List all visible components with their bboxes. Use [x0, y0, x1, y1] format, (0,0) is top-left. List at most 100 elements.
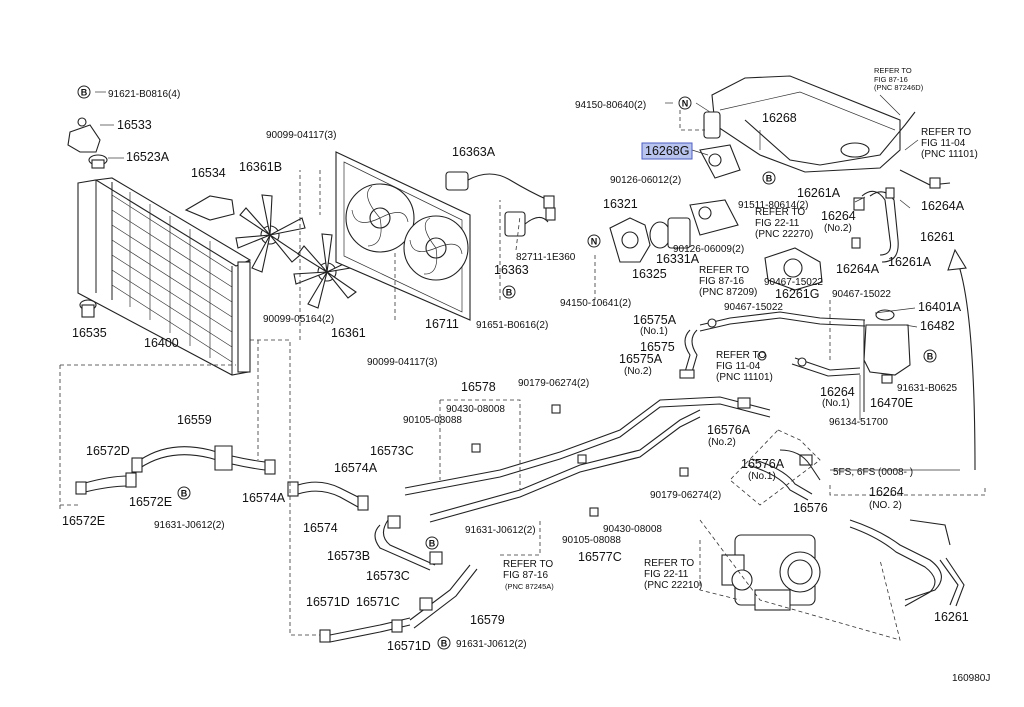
- part-label[interactable]: 16325: [632, 267, 667, 281]
- part-label[interactable]: FIG 87-16: [874, 75, 908, 84]
- part-label[interactable]: 94150-80640(2): [575, 100, 646, 111]
- part-label[interactable]: 16261A: [888, 255, 932, 269]
- part-label[interactable]: (No.2): [624, 366, 652, 377]
- part-label[interactable]: 5FS, 6FS (0008- ): [833, 467, 913, 478]
- part-label[interactable]: 90099-04117(3): [367, 357, 437, 368]
- part-label[interactable]: 90126-06012(2): [610, 175, 681, 186]
- part-label[interactable]: 16331A: [656, 252, 700, 266]
- part-label[interactable]: 91631-J0612(2): [456, 639, 527, 650]
- part-label[interactable]: 16572E: [129, 495, 172, 509]
- part-label[interactable]: 16578: [461, 380, 496, 394]
- part-label[interactable]: REFER TO: [503, 559, 553, 570]
- part-label[interactable]: 90467-15022: [764, 277, 823, 288]
- part-label[interactable]: 16579: [470, 613, 505, 627]
- part-label[interactable]: 16576A: [707, 423, 751, 437]
- part-label[interactable]: 16573C: [370, 444, 414, 458]
- part-label[interactable]: 16535: [72, 326, 107, 340]
- part-label[interactable]: (PNC 87246D): [874, 83, 924, 92]
- part-label[interactable]: 16523A: [126, 150, 170, 164]
- part-label[interactable]: 16264: [821, 209, 856, 223]
- part-label[interactable]: 90105-08088: [403, 415, 462, 426]
- part-label[interactable]: 16559: [177, 413, 212, 427]
- part-label[interactable]: 16363A: [452, 145, 496, 159]
- part-label[interactable]: 91631-B0625: [897, 383, 957, 394]
- part-label[interactable]: (PNC 11101): [921, 149, 978, 160]
- part-label[interactable]: 96134-51700: [829, 417, 888, 428]
- part-label[interactable]: FIG 11-04: [921, 138, 966, 149]
- part-label[interactable]: 90105-08088: [562, 535, 621, 546]
- part-label[interactable]: 90179-06274(2): [518, 378, 589, 389]
- part-label[interactable]: 90430-08008: [603, 524, 662, 535]
- part-label[interactable]: (No.2): [824, 223, 852, 234]
- part-label[interactable]: 16261: [920, 230, 955, 244]
- part-label[interactable]: 160980J: [952, 673, 990, 684]
- part-label[interactable]: 16264A: [836, 262, 880, 276]
- part-label[interactable]: (PNC 87209): [699, 287, 757, 298]
- part-label[interactable]: REFER TO: [716, 350, 766, 361]
- part-label[interactable]: 16261: [934, 610, 969, 624]
- part-label[interactable]: (PNC 22270): [755, 229, 813, 240]
- part-label[interactable]: 16268G: [645, 144, 689, 158]
- part-label[interactable]: 16264A: [921, 199, 965, 213]
- part-label[interactable]: FIG 87-16: [503, 570, 548, 581]
- part-label[interactable]: (PNC 11101): [716, 372, 773, 383]
- part-label[interactable]: (NO. 2): [869, 500, 902, 511]
- part-label[interactable]: REFER TO: [874, 66, 912, 75]
- part-label[interactable]: 16401A: [918, 300, 962, 314]
- part-label[interactable]: 91621-B0816(4): [108, 89, 180, 100]
- part-label[interactable]: 16574A: [242, 491, 286, 505]
- part-label[interactable]: 16571D: [306, 595, 350, 609]
- part-label[interactable]: 90179-06274(2): [650, 490, 721, 501]
- part-label[interactable]: 16361B: [239, 160, 282, 174]
- part-label[interactable]: 16575: [640, 340, 675, 354]
- part-label[interactable]: 90099-05164(2): [263, 314, 334, 325]
- part-label[interactable]: 16573C: [366, 569, 410, 583]
- part-label[interactable]: (No.2): [708, 437, 736, 448]
- part-label[interactable]: 16534: [191, 166, 226, 180]
- part-label[interactable]: 16575A: [633, 313, 677, 327]
- part-label[interactable]: 16572D: [86, 444, 130, 458]
- part-label[interactable]: (No.1): [822, 398, 850, 409]
- part-label[interactable]: REFER TO: [644, 558, 694, 569]
- part-label[interactable]: (No.1): [640, 326, 668, 337]
- part-label[interactable]: 90099-04117(3): [266, 130, 336, 141]
- part-label[interactable]: 16576A: [741, 457, 785, 471]
- part-label[interactable]: 91631-J0612(2): [154, 520, 225, 531]
- part-label[interactable]: 90126-06009(2): [673, 244, 744, 255]
- part-label[interactable]: 16361: [331, 326, 366, 340]
- part-label[interactable]: 16321: [603, 197, 638, 211]
- part-label[interactable]: 91651-B0616(2): [476, 320, 548, 331]
- part-label[interactable]: 91631-J0612(2): [465, 525, 536, 536]
- part-label[interactable]: 16574A: [334, 461, 378, 475]
- part-label[interactable]: 91511-80614(2): [738, 200, 808, 211]
- part-label[interactable]: 16470E: [870, 396, 913, 410]
- part-label[interactable]: 16571C: [356, 595, 400, 609]
- part-label[interactable]: 16711: [425, 317, 459, 331]
- part-label[interactable]: 16261G: [775, 287, 819, 301]
- part-label[interactable]: REFER TO: [699, 265, 749, 276]
- part-label[interactable]: 16572E: [62, 514, 105, 528]
- part-label[interactable]: 16268: [762, 111, 797, 125]
- part-label[interactable]: 16261A: [797, 186, 841, 200]
- part-label[interactable]: FIG 87-16: [699, 276, 744, 287]
- part-label[interactable]: REFER TO: [755, 207, 805, 218]
- part-label[interactable]: 16574: [303, 521, 338, 535]
- part-label[interactable]: 16400: [144, 336, 179, 350]
- part-label[interactable]: (PNC 87245A): [505, 582, 554, 591]
- part-label[interactable]: 16363: [494, 263, 529, 277]
- part-label[interactable]: 16264: [869, 485, 904, 499]
- part-label[interactable]: 16264: [820, 385, 855, 399]
- part-label[interactable]: 90430-08008: [446, 404, 505, 415]
- part-label[interactable]: 82711-1E360: [516, 252, 576, 263]
- part-label[interactable]: FIG 22-11: [755, 218, 800, 229]
- part-label[interactable]: FIG 22-11: [644, 569, 689, 580]
- part-label[interactable]: 16482: [920, 319, 955, 333]
- part-label[interactable]: 16575A: [619, 352, 663, 366]
- part-label[interactable]: 90467-15022: [832, 289, 891, 300]
- part-label[interactable]: FIG 11-04: [716, 361, 761, 372]
- part-label[interactable]: 16533: [117, 118, 152, 132]
- part-label[interactable]: REFER TO: [921, 127, 971, 138]
- part-label[interactable]: 16577C: [578, 550, 622, 564]
- part-label[interactable]: (PNC 22210): [644, 580, 702, 591]
- part-label[interactable]: (No.1): [748, 471, 776, 482]
